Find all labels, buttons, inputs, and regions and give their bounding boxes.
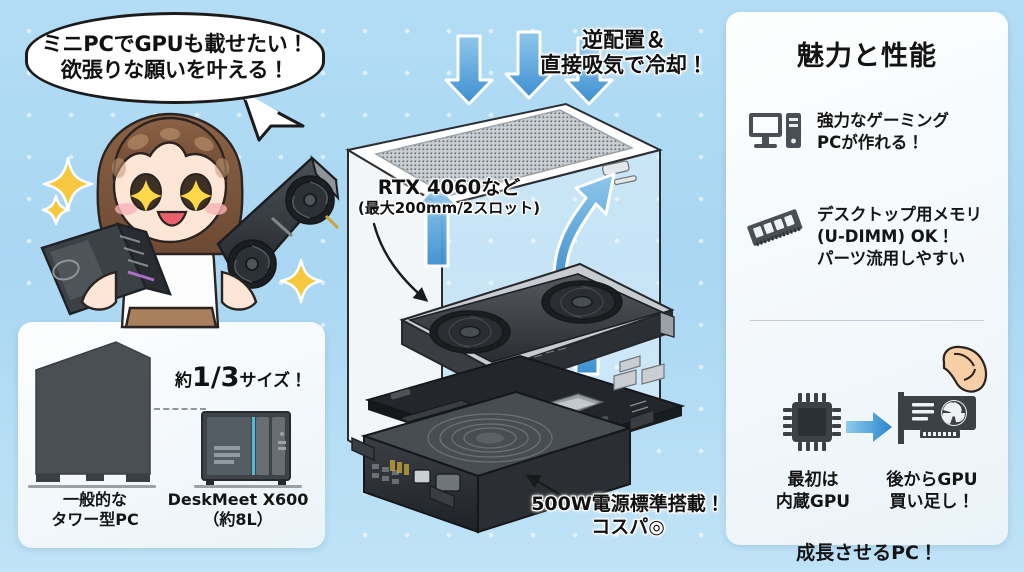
height-reference-dashed-line (154, 408, 206, 410)
feature1-line2: PCが作れる！ (817, 132, 924, 152)
deskmeet-illustration (201, 411, 291, 485)
feature-gaming-pc-text: 強力なゲーミング PCが作れる！ (817, 110, 949, 154)
callout-gpu: RTX 4060など (最大200mm/2スロット) (356, 176, 542, 217)
upgrade-before-line2: 内蔵GPU (775, 491, 851, 512)
features-divider (750, 320, 984, 321)
character-illustration (40, 112, 340, 329)
feature1-line1: 強力なゲーミング (817, 111, 949, 130)
speech-bubble: ミニPCでGPUも載せたい！ 欲張りな願いを叶える！ (25, 12, 325, 104)
feature-memory-text: デスクトップ用メモリ (U-DIMM) OK！ パーツ流用しやすい (817, 204, 982, 270)
upgrade-before-label: 最初は 内蔵GPU (758, 470, 868, 514)
deskmeet-caption: DeskMeet X600 （約8L） (158, 490, 318, 530)
callout-psu-line1: 500W電源標準搭載！ (531, 493, 725, 515)
feature2-line2: (U-DIMM) OK！ (817, 226, 955, 246)
size-comparison-card: 約1/3サイズ！ 一般的な タワー型PC DeskMeet X600 （約8L） (18, 322, 325, 548)
deskmeet-caption-line2: （約8L） (203, 510, 273, 529)
right-arrow-icon (846, 412, 892, 442)
upgrade-before-line1: 最初は (787, 470, 839, 490)
power-supply-part (360, 390, 634, 534)
tower-caption: 一般的な タワー型PC (26, 490, 164, 530)
flexed-biceps-icon (942, 345, 988, 393)
case-top-mesh (374, 109, 634, 197)
feature2-line3: パーツ流用しやすい (817, 248, 966, 268)
callout-gpu-line2: (最大200mm/2スロット) (357, 199, 541, 218)
feature-gaming-pc: 強力なゲーミング PCが作れる！ (746, 110, 949, 154)
callout-cooling-line2: 直接吸気で冷却！ (540, 53, 708, 78)
size-ratio-value: 1/3 (192, 362, 240, 393)
graphics-card-part (399, 262, 675, 394)
graphics-card-icon (898, 392, 976, 444)
callout-cooling-line1: 逆配置＆ (582, 28, 666, 52)
speech-bubble-line2: 欲張りな願いを叶える！ (60, 58, 290, 82)
upgrade-after-line2: 買い足し！ (889, 491, 975, 512)
cpu-chip-icon (783, 393, 841, 451)
feature-memory: デスクトップ用メモリ (U-DIMM) OK！ パーツ流用しやすい (746, 204, 982, 270)
feature2-line1: デスクトップ用メモリ (817, 205, 982, 224)
features-panel-title: 魅力と性能 (797, 41, 937, 72)
deskmeet-floor-line (194, 485, 302, 488)
size-ratio-label: 約1/3サイズ！ (166, 362, 316, 393)
tower-caption-line1: 一般的な (62, 490, 127, 509)
deskmeet-caption-line1: DeskMeet X600 (167, 490, 309, 509)
speech-bubble-line1: ミニPCでGPUも載せたい！ (41, 32, 309, 57)
character-skirt (124, 306, 218, 329)
case-feet (351, 409, 655, 510)
desktop-pc-icon (746, 110, 804, 154)
tower-pc-illustration (35, 341, 151, 482)
size-ratio-prefix: 約 (175, 371, 193, 391)
callout-cooling: 逆配置＆ 直接吸気で冷却！ (524, 28, 724, 78)
exploded-pc-diagram (345, 30, 686, 534)
callout-pointers (372, 222, 584, 510)
memory-module-icon (746, 204, 804, 252)
callout-psu: 500W電源標準搭載！ コスパ◎ (523, 493, 733, 539)
upgrade-footer-label: 成長させるPC！ (796, 542, 938, 564)
callout-gpu-line1: RTX 4060など (377, 176, 521, 199)
airflow-arrows-top (444, 30, 614, 106)
callout-psu-line2: コスパ◎ (591, 515, 665, 538)
tower-caption-line2: タワー型PC (51, 510, 139, 529)
features-panel: 魅力と性能 強力なゲーミング PCが作れる！ (726, 12, 1008, 564)
upgrade-after-label: 後からGPU 買い足し！ (872, 470, 992, 514)
upgrade-after-line1: 後からGPU (886, 470, 978, 490)
tower-floor-line (28, 485, 156, 488)
size-ratio-suffix: サイズ！ (239, 371, 307, 391)
speech-bubble-tail (241, 92, 305, 142)
